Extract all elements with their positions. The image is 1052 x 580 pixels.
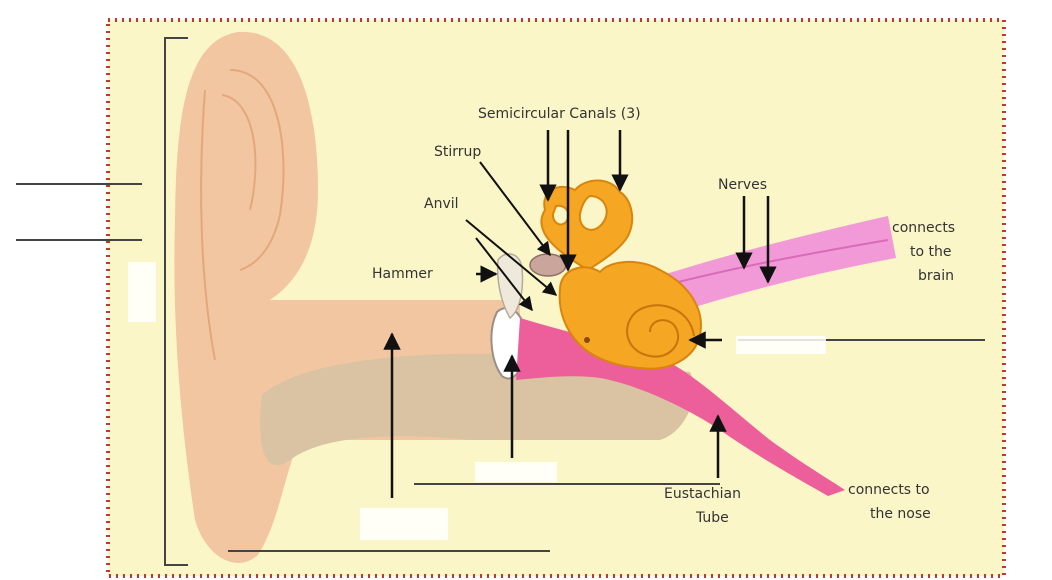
label-nerves: Nerves	[718, 177, 767, 193]
label-stirrup: Stirrup	[434, 144, 481, 160]
label-brain-line1: connects	[892, 220, 955, 236]
label-nose-line1: connects to	[848, 482, 930, 498]
blank-patch-2	[475, 462, 557, 482]
label-eustachian-line2: Tube	[695, 510, 729, 526]
blank-patch-3	[736, 336, 826, 354]
semicircular-loop	[580, 196, 607, 230]
label-brain-line3: brain	[918, 268, 954, 284]
stirrup-bone	[530, 254, 566, 276]
cochlea-dot	[584, 337, 590, 343]
blank-patch-1	[360, 508, 448, 540]
blank-patch-left	[128, 262, 156, 322]
label-hammer: Hammer	[372, 266, 433, 282]
label-nose-line2: the nose	[870, 506, 931, 522]
label-brain-line2: to the	[910, 244, 951, 260]
semicircular-loop-small	[553, 206, 568, 225]
label-semicircular-canals: Semicircular Canals (3)	[478, 106, 641, 122]
label-eustachian-line1: Eustachian	[664, 486, 741, 502]
label-anvil: Anvil	[424, 196, 459, 212]
